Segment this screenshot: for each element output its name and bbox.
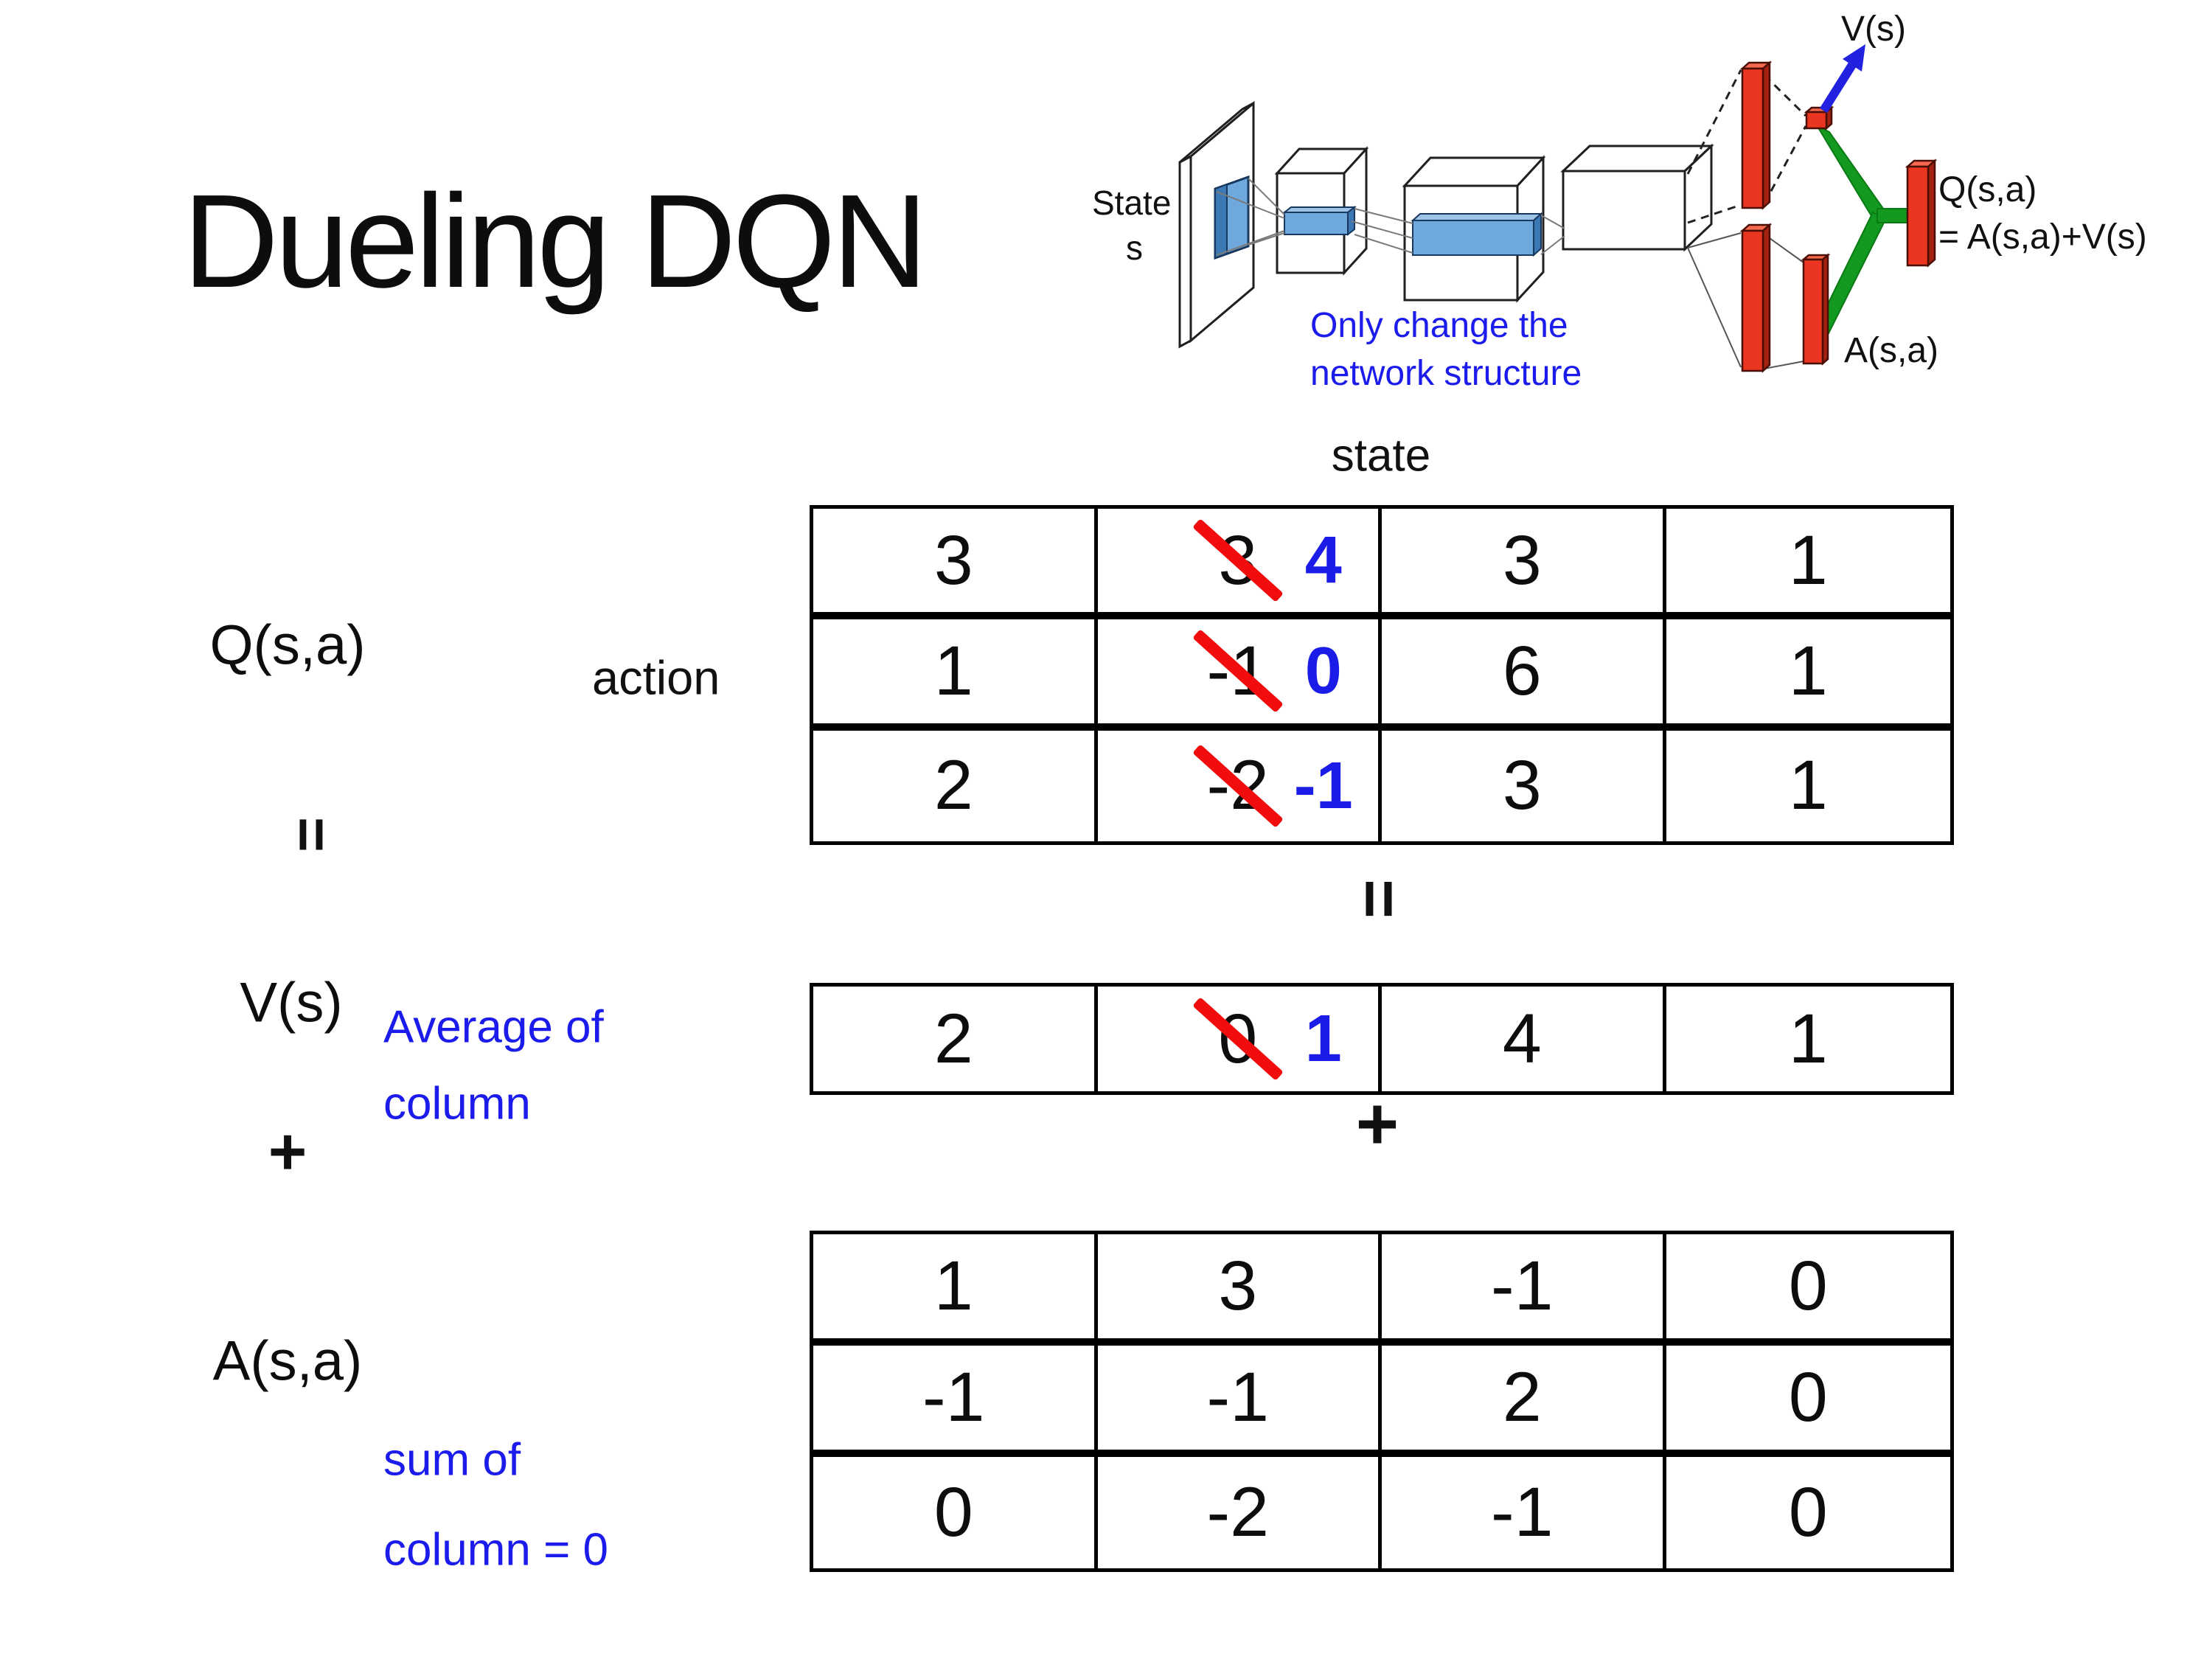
q-table: 3 3 4 3 1 1 -1 0 6 1 2 -2 -1 3 1 [810,505,1954,845]
table-cell: 0 [1788,1473,1828,1551]
v-annotation-line2: column [383,1078,531,1130]
advantage-stream-lines [1687,232,1804,369]
a-annotation-line1: sum of [383,1434,521,1486]
advantage-hidden-bar [1739,223,1773,373]
feature-bar-2 [1411,212,1543,257]
state-axis-label: state [1331,430,1431,481]
q-output-label: Q(s,a) [1938,170,2037,209]
network-note-line2: network structure [1310,354,1582,393]
table-cell: 2 [813,987,1098,1091]
table-cell: 3 [813,509,1098,620]
table-cell: 0 [813,1457,1098,1568]
v-table: 2 0 1 4 1 [810,983,1954,1095]
value-hidden-bar [1739,60,1773,210]
a-annotation-line2: column = 0 [383,1524,609,1576]
value-node [1804,105,1834,131]
q-output-bar [1905,159,1938,268]
table-cell: 1 [813,619,1098,731]
table-cell: 6 [1382,619,1666,731]
merge-y-connector [1815,123,1910,335]
table-cell: -1 [813,1346,1098,1457]
replacement-value: -1 [1293,748,1353,823]
q-output-formula: = A(s,a)+V(s) [1938,218,2147,257]
value-arrow-icon [1819,44,1865,114]
network-note-line1: Only change the [1310,306,1568,345]
table-cell-crossed: -1 0 [1097,619,1382,731]
table-cell: 4 [1382,987,1666,1091]
replacement-value: 4 [1304,524,1342,598]
table-cell: 3 [1097,1234,1382,1346]
table-cell: 0 [1666,1234,1950,1346]
v-output-label: V(s) [1841,10,1906,49]
table-cell: 1 [1666,509,1950,620]
equals-sign-center: = [1341,879,1417,919]
advantage-node [1801,253,1831,366]
v-annotation-line1: Average of [383,1001,604,1053]
a-output-label: A(s,a) [1844,331,1938,370]
table-cell: 1 [1788,746,1828,825]
conv-filter-icon [1214,175,1250,260]
dueling-network-diagram: State s V(s) Q(s,a) = A(s,a)+V(s) A(s,a)… [1092,10,2147,393]
table-cell: 2 [1382,1346,1666,1457]
input-plane [1178,100,1255,349]
value-stream-dashed-lines [1686,69,1807,224]
table-cell-crossed: 3 4 [1097,509,1382,620]
table-cell: 2 [813,730,1098,841]
table-cell: -2 [1098,1457,1382,1568]
table-cell: 1 [1788,999,1828,1078]
q-matrix-label: Q(s,a) [209,613,366,677]
state-input-sublabel: s [1126,229,1143,267]
replacement-value: 1 [1304,1002,1342,1076]
state-input-label: State [1092,184,1171,222]
replacement-value: 0 [1304,634,1342,709]
table-cell: -1 [1097,1346,1382,1457]
conv-fan-lines [1216,178,1565,256]
action-axis-label: action [592,650,720,705]
plus-sign-center: + [1355,1082,1399,1166]
page-title: Dueling DQN [183,167,928,316]
table-cell-crossed: -2 -1 [1098,730,1382,841]
table-cell: -1 [1382,1457,1666,1568]
a-matrix-label: A(s,a) [212,1329,363,1393]
feature-bar-1 [1282,205,1357,237]
table-cell: 3 [1382,509,1666,620]
a-table: 1 3 -1 0 -1 -1 2 0 0 -2 -1 0 [810,1231,1954,1572]
table-cell: -1 [1382,1234,1666,1346]
table-cell: 3 [1382,730,1666,841]
table-cell: 1 [1666,619,1950,731]
table-cell: 1 [813,1234,1098,1346]
table-cell-crossed: 0 1 [1098,987,1382,1091]
v-matrix-label: V(s) [240,971,343,1034]
conv-box-3 [1560,143,1714,252]
equals-sign-left: = [278,817,345,852]
plus-sign-left: + [268,1115,307,1189]
table-cell: 0 [1666,1346,1950,1457]
